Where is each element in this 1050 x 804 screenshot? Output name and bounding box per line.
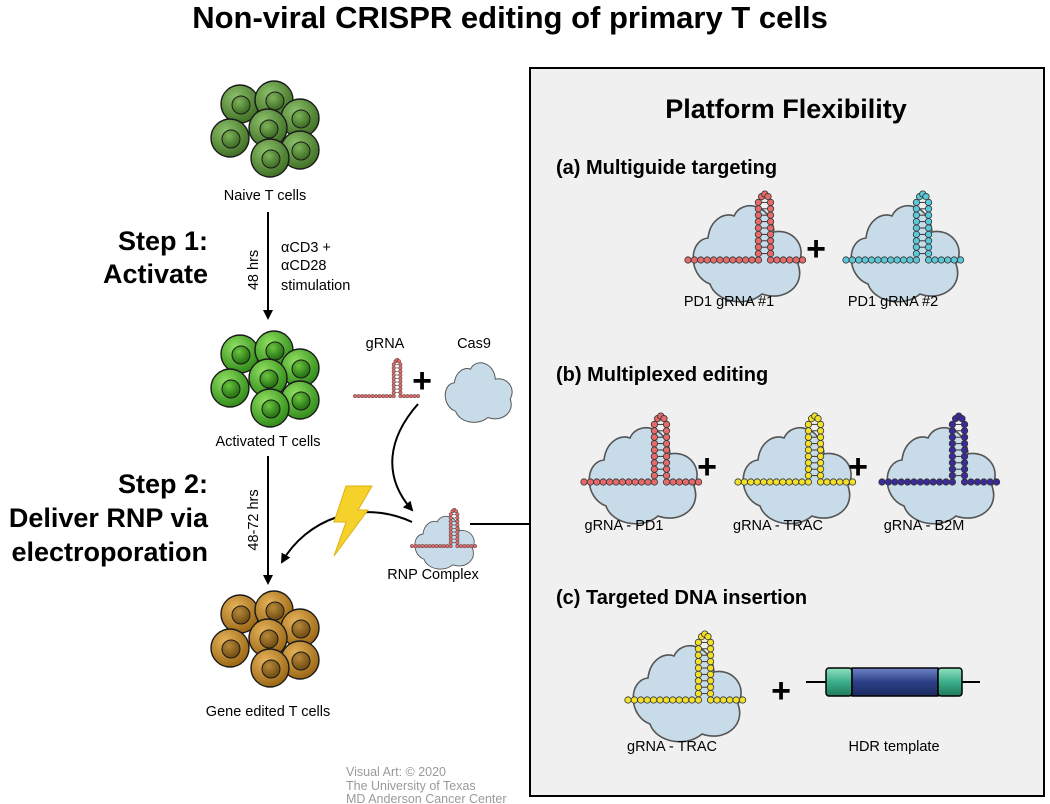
t-cell [220, 334, 260, 374]
t-cell [248, 358, 288, 398]
cas9-protein [742, 427, 852, 525]
grna-trac-insertion-label: gRNA - TRAC [627, 739, 717, 755]
cas9-protein [414, 515, 475, 570]
t-cell [248, 108, 288, 148]
step1-title: Activate [103, 259, 208, 289]
section-b-plus-1: + [697, 448, 717, 486]
rnp-complex [410, 507, 477, 570]
t-cell [280, 130, 320, 170]
stimulation-line-2: αCD28 [281, 258, 326, 274]
grna-b2m-rnp [878, 412, 1001, 525]
cas9-protein [692, 205, 802, 303]
section-c-plus: + [771, 672, 791, 710]
t-cell [250, 138, 290, 178]
pd1-grna-1-label: PD1 gRNA #1 [684, 294, 774, 310]
free-grna [353, 357, 420, 399]
t-cell [280, 640, 320, 680]
pd1-grna-2-rnp [842, 190, 965, 303]
grna-label: gRNA [366, 336, 405, 352]
credit-line-2: The University of Texas [346, 779, 476, 793]
step1-label: Step 1: [118, 226, 208, 256]
grna-b2m-label: gRNA - B2M [884, 518, 965, 534]
grna-strand [410, 507, 477, 549]
activated-t-cells-cluster [210, 330, 320, 428]
grna-pd1-rnp [580, 412, 703, 525]
step2-duration: 48-72 hrs [246, 489, 262, 550]
pd1-grna-2-label: PD1 gRNA #2 [848, 294, 938, 310]
assembly-arrow [391, 403, 419, 512]
grna-strand [684, 190, 807, 264]
step2-title-line-1: Deliver RNP via [9, 503, 209, 533]
t-cell [210, 118, 250, 158]
step2-title-line-2: electroporation [11, 537, 208, 567]
t-cell [250, 648, 290, 688]
section-a-plus: + [806, 230, 826, 268]
grna-strand [734, 412, 857, 486]
stimulation-line-1: αCD3 + [281, 240, 331, 256]
t-cell [248, 618, 288, 658]
t-cell [220, 594, 260, 634]
cas9-protein [850, 205, 960, 303]
cas9-label: Cas9 [457, 336, 491, 352]
grna-strand [842, 190, 965, 264]
free-cas9-protein [444, 362, 513, 423]
t-cell [220, 84, 260, 124]
platform-title: Platform Flexibility [665, 94, 907, 124]
section-c-heading: (c) Targeted DNA insertion [556, 587, 807, 609]
credit-line-1: Visual Art: © 2020 [346, 765, 446, 779]
lightning-bolt-icon [333, 485, 373, 557]
grna-strand [580, 412, 703, 486]
grna-trac-insertion-rnp [624, 630, 747, 743]
hdr-template-label: HDR template [848, 739, 939, 755]
t-cell [280, 608, 320, 648]
grna-pd1-label: gRNA - PD1 [585, 518, 664, 534]
cas9-protein [444, 362, 513, 423]
grna-strand [878, 412, 1001, 486]
grna-trac-label: gRNA - TRAC [733, 518, 823, 534]
pd1-grna-1-rnp [684, 190, 807, 303]
grna-strand [353, 357, 420, 399]
cas9-protein [632, 645, 742, 743]
section-a-heading: (a) Multiguide targeting [556, 157, 777, 179]
rnp-complex-label: RNP Complex [387, 567, 479, 583]
t-cell [210, 628, 250, 668]
step2-label: Step 2: [118, 469, 208, 499]
section-b-heading: (b) Multiplexed editing [556, 364, 768, 386]
grna-cas9-plus: + [412, 362, 432, 400]
section-b-plus-2: + [848, 448, 868, 486]
step1-duration: 48 hrs [246, 250, 262, 290]
credit-line-3: MD Anderson Cancer Center [346, 792, 507, 804]
grna-strand [624, 630, 747, 704]
cas9-protein [886, 427, 996, 525]
grna-trac-rnp [734, 412, 857, 525]
naive-cells-label: Naive T cells [224, 188, 306, 204]
hdr-template [806, 667, 980, 697]
stimulation-line-3: stimulation [281, 278, 350, 294]
gene-edited-t-cells-cluster [210, 590, 320, 688]
naive-t-cells-cluster [210, 80, 320, 178]
t-cell [250, 388, 290, 428]
cas9-protein [588, 427, 698, 525]
t-cell [210, 368, 250, 408]
activated-cells-label: Activated T cells [215, 434, 320, 450]
figure-title: Non-viral CRISPR editing of primary T ce… [192, 0, 828, 35]
edited-cells-label: Gene edited T cells [206, 704, 330, 720]
